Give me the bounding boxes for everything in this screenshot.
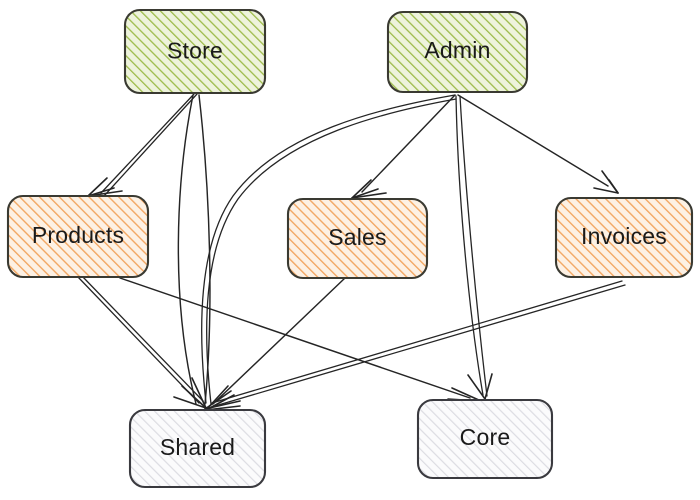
node-shared[interactable]: Shared bbox=[128, 408, 267, 489]
node-core[interactable]: Core bbox=[416, 398, 554, 480]
node-invoices-shape[interactable] bbox=[554, 196, 694, 279]
edge-admin-to-invoices bbox=[457, 94, 619, 194]
edge-store-to-shared-a bbox=[177, 94, 197, 405]
edge-store-to-shared-b bbox=[198, 94, 211, 405]
node-admin-shape[interactable] bbox=[386, 10, 529, 94]
node-layer: Store Admin Products Sales Invoices Shar… bbox=[6, 8, 694, 489]
edge-sales-to-shared bbox=[205, 277, 346, 411]
edge-admin-to-shared bbox=[201, 94, 457, 405]
node-admin[interactable]: Admin bbox=[386, 10, 529, 94]
edge-invoices-to-shared bbox=[204, 280, 626, 413]
node-store[interactable]: Store bbox=[123, 8, 267, 95]
node-invoices[interactable]: Invoices bbox=[554, 196, 694, 279]
edge-layer bbox=[77, 93, 626, 413]
edge-products-to-shared bbox=[77, 274, 207, 409]
edge-admin-to-sales bbox=[351, 94, 456, 199]
node-products-shape[interactable] bbox=[6, 194, 150, 279]
node-sales[interactable]: Sales bbox=[286, 197, 429, 280]
edge-admin-to-core bbox=[455, 95, 493, 400]
node-core-shape[interactable] bbox=[416, 398, 554, 480]
node-products[interactable]: Products bbox=[6, 194, 150, 279]
node-store-shape[interactable] bbox=[123, 8, 267, 95]
node-sales-shape[interactable] bbox=[286, 197, 429, 280]
node-shared-shape[interactable] bbox=[128, 408, 267, 489]
